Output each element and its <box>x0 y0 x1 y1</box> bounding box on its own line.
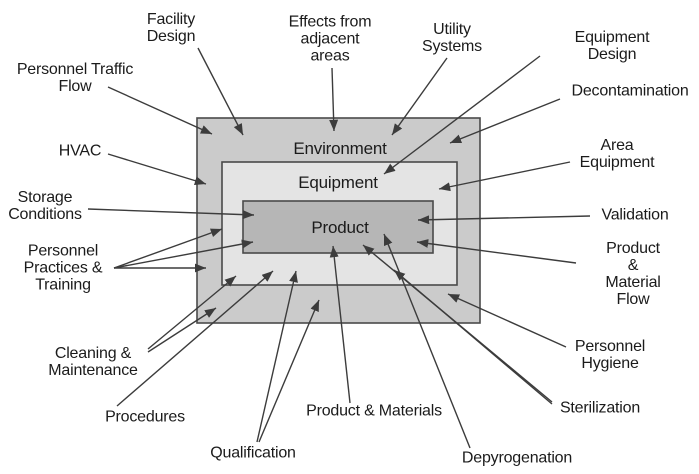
label-personnel-hygiene: Personnel Hygiene <box>574 338 646 372</box>
label-effects-from-adjacent-areas: Effects from adjacent areas <box>288 13 372 65</box>
arrow-equipment-design <box>383 55 541 175</box>
label-facility-design: Facility Design <box>146 11 196 45</box>
arrow-decontamination <box>449 98 561 144</box>
label-personnel-practices-training: Personnel Practices & Training <box>23 242 103 294</box>
label-utility-systems: Utility Systems <box>422 21 482 55</box>
label-product-material-flow: Product & Material Flow <box>605 240 661 308</box>
label-depyrogenation: Depyrogenation <box>461 449 573 467</box>
equipment-box-label: Equipment <box>298 173 378 192</box>
product-box <box>242 200 434 254</box>
arrow-effects-adjacent <box>329 67 339 132</box>
label-validation: Validation <box>601 206 669 224</box>
label-procedures: Procedures <box>105 408 185 426</box>
arrow-product-material-flow <box>416 239 577 264</box>
label-hvac: HVAC <box>58 142 102 160</box>
label-equipment-design: Equipment Design <box>574 29 650 63</box>
product-box-label: Product <box>311 218 369 237</box>
label-personnel-traffic-flow: Personnel Traffic Flow <box>16 61 134 95</box>
label-cleaning-maintenance: Cleaning & Maintenance <box>48 345 138 379</box>
arrow-qualification-1 <box>256 270 298 443</box>
arrow-procedures <box>116 270 274 407</box>
arrow-personnel-practices-1 <box>113 228 223 269</box>
arrow-facility-design <box>197 47 244 136</box>
label-sterilization: Sterilization <box>559 399 641 417</box>
label-decontamination: Decontamination <box>571 82 689 100</box>
arrow-sterilization-2 <box>393 269 553 405</box>
label-qualification: Qualification <box>210 444 296 462</box>
label-product-materials: Product & Materials <box>306 402 442 420</box>
arrow-personnel-traffic-flow <box>107 86 213 135</box>
environment-box-label: Environment <box>293 139 387 158</box>
arrow-storage-conditions <box>87 208 255 220</box>
arrow-cleaning-2 <box>147 307 217 353</box>
arrow-personnel-hygiene <box>447 293 567 348</box>
arrow-product-materials <box>329 245 351 404</box>
arrow-personnel-practices-2 <box>113 239 254 269</box>
label-storage-conditions: Storage Conditions <box>8 189 82 223</box>
arrow-qualification-2 <box>258 299 320 443</box>
arrow-utility-systems <box>391 57 448 136</box>
arrow-depyrogenation <box>383 233 471 449</box>
arrow-area-equipment <box>438 161 571 192</box>
arrow-hvac <box>107 153 207 186</box>
arrow-cleaning-1 <box>147 275 237 350</box>
arrow-validation <box>417 215 591 225</box>
label-area-equipment: Area Equipment <box>579 137 655 171</box>
